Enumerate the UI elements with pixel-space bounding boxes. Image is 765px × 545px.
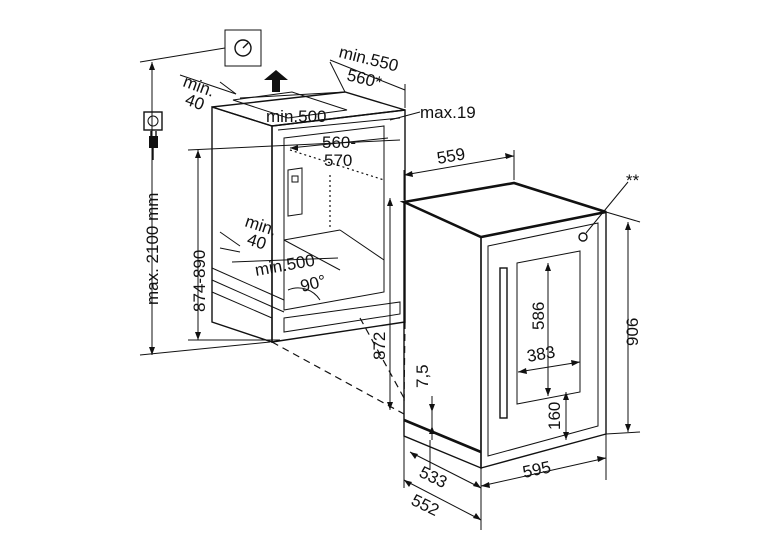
label-max2100: max. 2100 mm <box>143 193 162 305</box>
door-frame <box>487 222 599 457</box>
label-560-570-line1: 560- <box>322 133 356 152</box>
top-vent-slot <box>232 91 348 119</box>
label-7-5: 7,5 <box>413 364 432 388</box>
label-872: 872 <box>370 332 389 360</box>
power-socket-icon <box>143 111 163 131</box>
dimension-labels: min.550 560* min. 40 min.500 max.19 560-… <box>143 42 642 520</box>
appliance-side <box>403 200 482 470</box>
label-double-star: ** <box>626 171 640 190</box>
display-indicator <box>578 232 588 242</box>
label-560-570-line2: 570 <box>324 151 352 170</box>
vent-arrow-icon <box>264 70 288 92</box>
label-min40-mid-line2: 40 <box>245 230 269 254</box>
label-906: 906 <box>623 318 642 346</box>
power-plug-icon <box>149 131 158 160</box>
projection-lines <box>271 317 406 415</box>
label-160: 160 <box>545 402 564 430</box>
label-383: 383 <box>525 342 556 366</box>
label-552: 552 <box>408 491 442 521</box>
inner-connection-box <box>287 167 303 217</box>
door-glass <box>516 250 581 405</box>
label-874-890: 874-890 <box>190 250 209 312</box>
label-max19: max.19 <box>420 103 476 122</box>
label-559: 559 <box>435 144 466 168</box>
label-533: 533 <box>416 463 450 493</box>
appliance-top <box>399 181 607 239</box>
niche-bottom-band <box>283 301 401 333</box>
wine-cooler <box>399 181 607 470</box>
label-min500-top: min.500 <box>266 107 326 126</box>
label-90-degrees: 90° <box>298 271 328 296</box>
dimension-lines <box>139 47 641 530</box>
niche-recess <box>283 125 385 311</box>
label-586: 586 <box>529 302 548 330</box>
water-connection-icon <box>224 29 262 67</box>
label-595: 595 <box>521 457 553 481</box>
niche-cabinet <box>211 91 406 343</box>
door-handle <box>499 267 508 419</box>
